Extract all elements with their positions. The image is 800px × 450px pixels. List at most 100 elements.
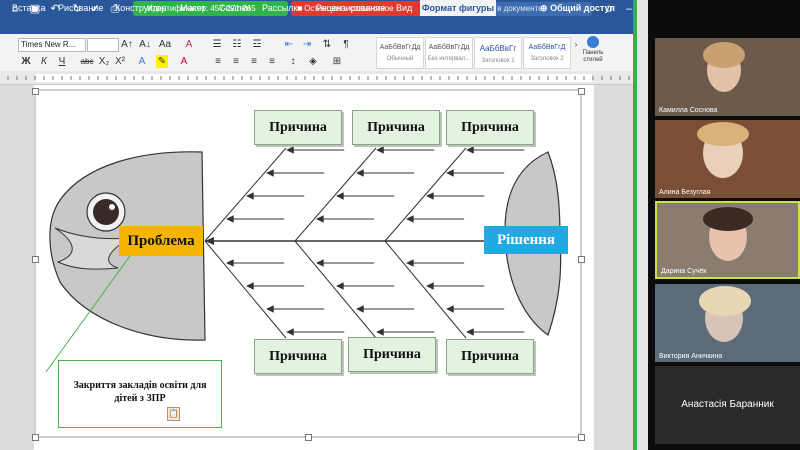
bold-icon[interactable]: Ж (21, 56, 31, 67)
numbering-icon[interactable]: ☷ (232, 39, 242, 50)
share-button[interactable]: ⊕ Общий доступ (540, 0, 615, 16)
case-icon[interactable]: Aa (158, 39, 172, 50)
fish-mouth-shape (54, 227, 131, 270)
cause-box-bottom-2[interactable]: Причина (348, 337, 436, 372)
tab-view[interactable]: Вид (396, 3, 413, 13)
callout-box[interactable]: Закриття закладів освіти для дітей з ЗПР… (58, 360, 222, 428)
save-icon[interactable]: ▣ (29, 3, 41, 15)
rib-arrowhead (246, 192, 254, 200)
clear-format-icon[interactable]: A (185, 39, 193, 50)
cause-box-top-3[interactable]: Причина (446, 110, 534, 145)
style-sample: АаБбВвГгДд (428, 44, 470, 51)
cause-box-top-1[interactable]: Причина (254, 110, 342, 145)
resize-handle[interactable] (578, 256, 585, 263)
style-heading-1[interactable]: АаБбВвГг Заголовок 1 (474, 37, 522, 69)
style-heading-2[interactable]: АаБбВвГгД Заголовок 2 (523, 37, 571, 69)
resize-handle[interactable] (32, 434, 39, 441)
grow-font-icon[interactable]: A↑ (121, 39, 133, 50)
tab-draw[interactable]: Рисование (58, 3, 104, 13)
account-icon[interactable]: ☺ (603, 3, 615, 15)
strikethrough-icon[interactable]: abc (80, 57, 94, 66)
underline-icon[interactable]: Ч (58, 56, 66, 67)
justify-icon[interactable]: ≡ (269, 56, 275, 67)
participant-hair (703, 42, 745, 68)
tab-review[interactable]: Рецензирование (316, 3, 386, 13)
superscript-icon[interactable]: X² (115, 56, 125, 67)
undo-icon[interactable]: ↶ (50, 3, 60, 15)
tab-insert[interactable]: Вставка (12, 3, 46, 13)
show-marks-icon[interactable]: ¶ (343, 39, 349, 50)
style-sample: АаБбВвГгД (528, 44, 566, 51)
tab-shape-format[interactable]: Формат фигуры (420, 0, 496, 16)
style-no-spacing[interactable]: АаБбВвГгДд Без интервал... (425, 37, 473, 69)
participant-name: Дарина Сучёк (661, 268, 707, 275)
borders-icon[interactable]: ⊞ (332, 56, 342, 67)
callout-text: Закриття закладів освіти для дітей з ЗПР (73, 380, 207, 404)
cause-box-bottom-1[interactable]: Причина (254, 339, 342, 374)
share-button-label: Общий доступ (550, 3, 615, 13)
rib-arrowhead (356, 305, 364, 313)
problem-box[interactable]: Проблема (119, 226, 203, 256)
resize-handle[interactable] (578, 88, 585, 95)
line-spacing-icon[interactable]: ↕ (290, 56, 296, 67)
decrease-indent-icon[interactable]: ⇤ (284, 39, 294, 50)
solution-box[interactable]: Рішення (484, 226, 568, 254)
home-icon[interactable]: ⌂ (11, 3, 19, 15)
align-left-icon[interactable]: ≡ (215, 56, 221, 67)
subscript-icon[interactable]: X₂ (98, 56, 110, 67)
text-effects-icon[interactable]: A (138, 56, 146, 67)
participant-name: Виктория Аничкина (659, 353, 723, 360)
video-tile-active[interactable]: Дарина Сучёк (655, 201, 800, 279)
font-size-select[interactable] (87, 38, 119, 52)
rib-arrowhead (336, 192, 344, 200)
italic-icon[interactable]: К (41, 56, 47, 67)
bullets-icon[interactable]: ☰ (212, 39, 222, 50)
cause-box-bottom-3[interactable]: Причина (446, 339, 534, 374)
shrink-font-icon[interactable]: A↓ (139, 39, 151, 50)
increase-indent-icon[interactable]: ⇥ (302, 39, 312, 50)
rib-arrowhead (286, 328, 294, 336)
multilevel-icon[interactable]: ☲ (252, 39, 262, 50)
video-tile[interactable]: Камилла Соснова (655, 38, 800, 116)
tab-layout[interactable]: Макет (180, 3, 206, 13)
vertical-scrollbar[interactable] (637, 0, 648, 450)
minimize-icon[interactable]: – (625, 3, 633, 15)
spellcheck-icon[interactable]: ✓ (90, 3, 100, 15)
participant-name: Камилла Соснова (659, 107, 718, 114)
video-tile-no-video[interactable]: Анастасія Баранник (655, 366, 800, 444)
spine-arrowhead (205, 237, 214, 245)
style-name: Заголовок 1 (481, 58, 515, 64)
highlight-icon[interactable]: ✎ (156, 55, 168, 68)
resize-handle[interactable] (305, 434, 312, 441)
align-right-icon[interactable]: ≡ (251, 56, 257, 67)
cause-box-top-2[interactable]: Причина (352, 110, 440, 145)
styles-pane-button[interactable]: Панель стилей (580, 36, 606, 70)
shading-icon[interactable]: ◈ (309, 56, 317, 67)
rib-arrowhead (266, 305, 274, 313)
video-tile[interactable]: Алина Безуглая (655, 120, 800, 198)
print-icon[interactable]: ⎙ (110, 3, 120, 15)
sort-icon[interactable]: ⇅ (322, 39, 332, 50)
fish-eye-glint (109, 204, 115, 210)
ruler-ticks (7, 74, 639, 82)
rib-arrows (226, 146, 525, 336)
font-color-icon[interactable]: A (180, 56, 188, 67)
align-center-icon[interactable]: ≡ (233, 56, 239, 67)
redo-icon[interactable]: ↻ (72, 3, 82, 15)
tab-design[interactable]: Конструктор (115, 3, 167, 13)
rib-arrowhead (376, 146, 384, 154)
rib-arrowhead (356, 169, 364, 177)
styles-more-icon[interactable]: › (574, 40, 578, 49)
resize-handle[interactable] (578, 434, 585, 441)
resize-handle[interactable] (32, 256, 39, 263)
style-normal[interactable]: АаБбВвГгДд Обычный (376, 37, 424, 69)
font-name-select[interactable]: Times New R... (18, 38, 86, 52)
bones (204, 147, 467, 339)
tab-mailings[interactable]: Рассылки (262, 3, 303, 13)
resize-handle[interactable] (32, 88, 39, 95)
rib-arrowhead (446, 305, 454, 313)
ruler[interactable] (0, 71, 648, 85)
paste-options-icon[interactable]: 📋 (167, 407, 180, 421)
tab-references[interactable]: Ссылки (219, 3, 251, 13)
video-tile[interactable]: Виктория Аничкина (655, 284, 800, 362)
